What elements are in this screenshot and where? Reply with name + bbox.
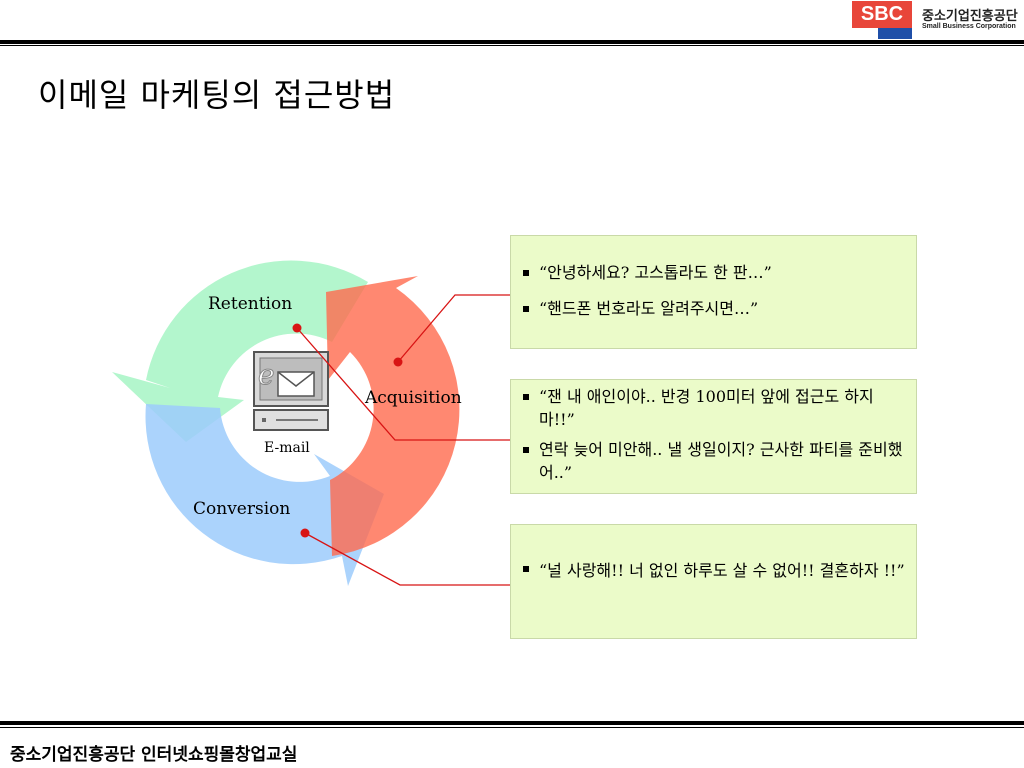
header-rule [0,40,1024,44]
list-item: “핸드폰 번호라도 알려주시면…” [511,297,916,320]
retention-arc [112,260,368,442]
email-computer-icon: e [253,351,329,431]
connector-dot [300,528,310,538]
list-item: “안녕하세요? 고스톱라도 한 판…” [511,261,916,284]
conversion-arc [145,404,384,586]
acquisition-arc [326,276,460,556]
sbc-logo-mark: SBC [852,1,912,28]
acquisition-message-box: “안녕하세요? 고스톱라도 한 판…” “핸드폰 번호라도 알려주시면…” [510,235,917,349]
footer-rule [0,721,1024,725]
sbc-logo-accent [878,28,912,39]
email-label: E-mail [264,440,310,456]
connector-lines [296,294,527,586]
conversion-message-box: “널 사랑해!! 너 없인 하루도 살 수 없어!! 결혼하자 !!” [510,524,917,639]
list-item: 연락 늦어 미안해.. 낼 생일이지? 근사한 파티를 준비했어..” [511,438,906,484]
retention-message-box: “잰 내 애인이야.. 반경 100미터 앞에 접근도 하지마!!” 연락 늦어… [510,379,917,494]
header-rule-thin [0,45,1024,46]
footer-rule-thin [0,727,1024,728]
connector-dot [292,323,302,333]
list-item: “널 사랑해!! 너 없인 하루도 살 수 없어!! 결혼하자 !!” [511,557,906,585]
acquisition-label: Acquisition [365,388,462,408]
logo-org-korean: 중소기업진흥공단 [922,9,1018,24]
footer-text: 중소기업진흥공단 인터넷쇼핑몰창업교실 [10,745,298,765]
sbc-logo: SBC 중소기업진흥공단 Small Business Corporation [852,1,1020,39]
connector-dot [393,357,403,367]
conversion-label: Conversion [193,499,291,519]
list-item: “잰 내 애인이야.. 반경 100미터 앞에 접근도 하지마!!” [511,385,906,431]
svg-text:e: e [258,358,275,391]
slide-title: 이메일 마케팅의 접근방법 [38,76,396,114]
logo-org-english: Small Business Corporation [922,23,1016,30]
retention-label: Retention [208,294,293,314]
